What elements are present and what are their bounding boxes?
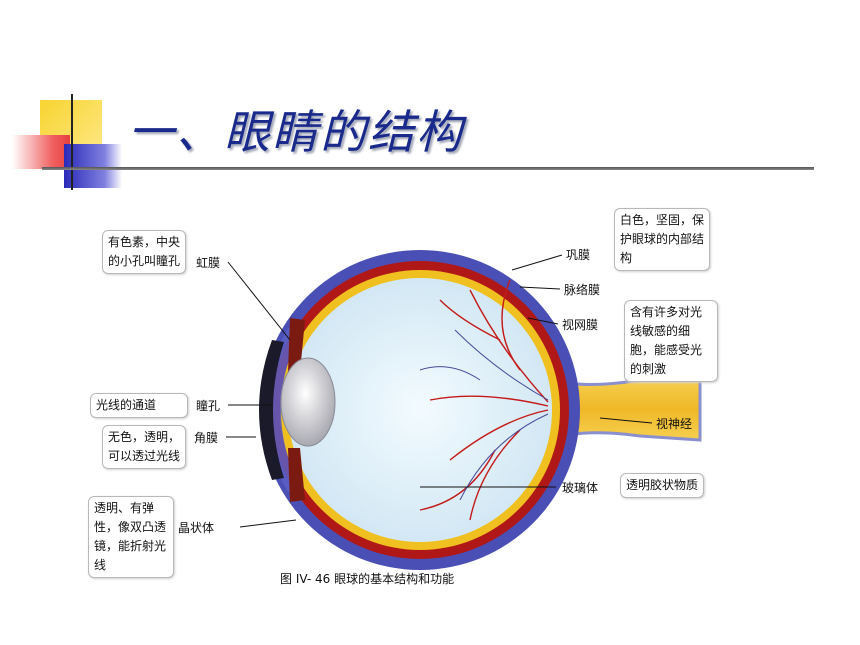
leader-retina [527,317,559,325]
choroid-label: 脉络膜 [564,283,601,297]
deco-blue-square [64,144,122,188]
deco-red-bar [12,135,70,169]
pupil-label: 瞳孔 [196,399,221,413]
anterior-chamber [259,340,284,480]
lens-label: 晶状体 [178,521,215,535]
iris-note: 有色素，中央的小孔叫瞳孔 [102,230,186,274]
sclera-label: 巩膜 [566,248,591,262]
leader-choroid [519,286,561,290]
cornea-note: 无色，透明，可以透过光线 [102,425,186,469]
title-divider [42,167,814,170]
sclera-note: 白色，坚固，保护眼球的内部结构 [614,208,710,271]
cornea-label: 角膜 [194,431,219,445]
retinal-vessels [419,279,549,521]
figure-caption: 图 IV- 46 眼球的基本结构和功能 [280,572,455,586]
leader-iris [227,261,291,341]
iris-label: 虹膜 [196,256,221,270]
leader-sclera [511,254,563,271]
leader-lens [239,519,297,528]
retina-label: 视网膜 [562,318,599,332]
leader-optic [599,417,653,424]
page-title: 一、眼睛的结构 [128,105,464,159]
deco-vertical-line [71,94,73,190]
iris-shape-lower [288,448,305,502]
vitreous-label: 玻璃体 [562,481,599,495]
iris-shape [288,318,305,372]
lens-shape [280,357,336,447]
retina-note: 含有许多对光线敏感的细胞，能感受光的刺激 [624,300,718,382]
vitreous-note: 透明胶状物质 [620,473,705,498]
pupil-note: 光线的通道 [90,393,188,418]
optic-nerve-label: 视神经 [656,417,693,431]
lens-note: 透明、有弹性，像双凸透镜，能折射光线 [88,496,174,578]
